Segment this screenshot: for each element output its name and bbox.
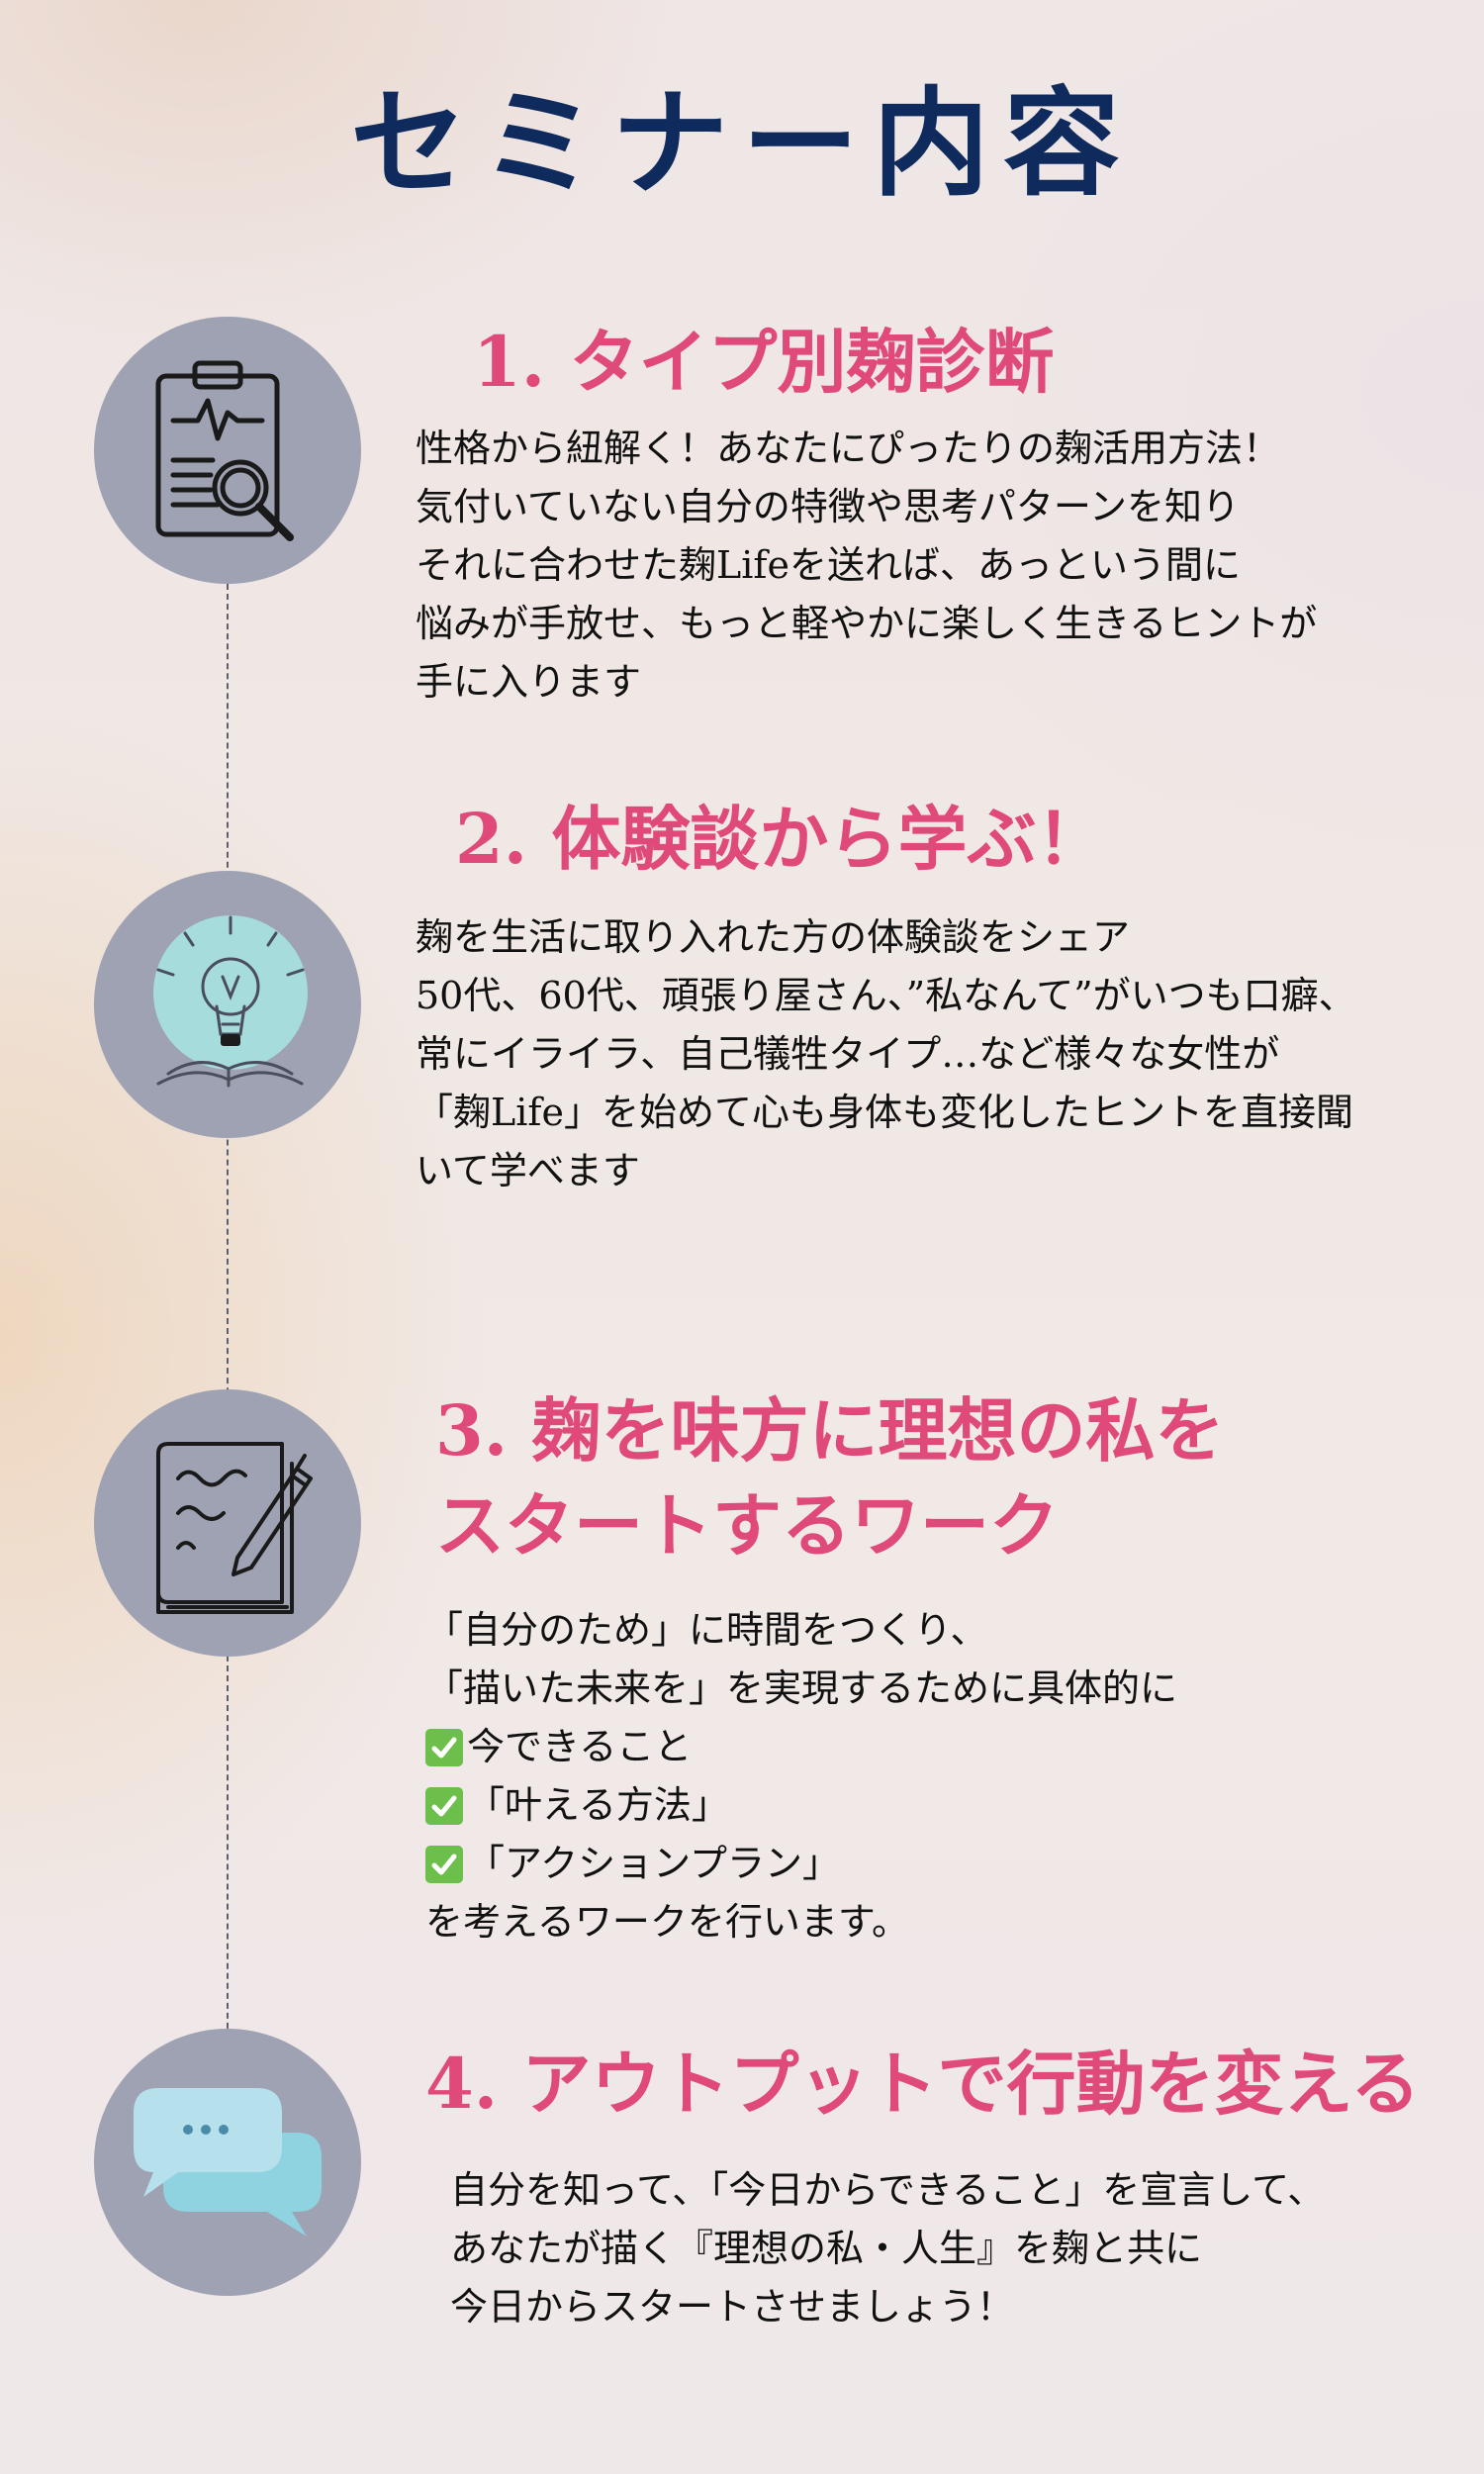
- checkmark-icon: [425, 1845, 463, 1883]
- checklist-item: 「叶える方法」: [425, 1776, 1177, 1835]
- section-1-line-2: 気付いていない自分の特徴や思考パターンを知り: [416, 485, 1240, 528]
- section-4-icon-circle: [94, 2029, 361, 2296]
- section-3-heading-line-1: 3. 麹を味方に理想の私を: [435, 1389, 1225, 1472]
- section-3-intro-1: 「自分のため」に時間をつくり、: [425, 1608, 988, 1652]
- section-3-body: 「自分のため」に時間をつくり、 「描いた未来を」を実現するために具体的に 今でき…: [425, 1601, 1177, 1951]
- checkmark-icon: [425, 1786, 463, 1825]
- section-3-heading: 3. 麹を味方に理想の私を スタートするワーク: [435, 1383, 1224, 1573]
- section-2-line-2: 50代、60代、頑張り屋さん、”私なんて”がいつも口癖、: [416, 974, 1356, 1017]
- section-4-heading: 4. アウトプットで行動を変える: [425, 2043, 1421, 2125]
- section-2-body: 麹を生活に取り入れた方の体験談をシェア 50代、60代、頑張り屋さん、”私なんて…: [416, 908, 1356, 1200]
- checklist-item-label: 「叶える方法」: [467, 1783, 729, 1827]
- checkmark-icon: [425, 1728, 463, 1766]
- section-2-line-3: 常にイライラ、自己犠牲タイプ…など様々な女性が: [416, 1032, 1280, 1076]
- section-3-heading-line-2: スタートするワーク: [435, 1484, 1059, 1567]
- section-1-line-4: 悩みが手放せ、もっと軽やかに楽しく生きるヒントが: [416, 602, 1318, 645]
- checklist-item: 今できること: [425, 1718, 1177, 1776]
- section-2-line-4: 「麹Life」を始めて心も身体も変化したヒントを直接聞: [416, 1091, 1353, 1134]
- section-1-line-5: 手に入ります: [416, 660, 642, 704]
- notebook-pen-icon: [156, 1442, 313, 1614]
- section-1-heading: 1. タイプ別麹診断: [473, 321, 1055, 403]
- checklist-item-label: 「アクションプラン」: [467, 1842, 840, 1885]
- section-4-line-3: 今日からスタートさせましょう！: [450, 2285, 1015, 2329]
- section-3-icon-circle: [94, 1389, 361, 1657]
- section-3-outro: を考えるワークを行います。: [425, 1900, 910, 1944]
- section-1-body: 性格から紐解く！あなたにぴったりの麹活用方法！ 気付いていない自分の特徴や思考パ…: [416, 420, 1317, 712]
- timeline-line: [227, 574, 229, 2058]
- section-1-icon-circle: [94, 317, 361, 584]
- section-2-icon-circle: [94, 871, 361, 1138]
- section-4-line-1: 自分を知って、「今日からできること」を宣言して、: [450, 2168, 1326, 2212]
- section-3-intro-2: 「描いた未来を」を実現するために具体的に: [425, 1666, 1178, 1710]
- checklist-item-label: 今できること: [467, 1725, 693, 1768]
- chat-bubbles-icon: [134, 2088, 322, 2236]
- clipboard-magnifier-icon: [155, 360, 294, 541]
- section-2-line-5: いて学べます: [416, 1149, 640, 1192]
- section-1-line-3: それに合わせた麹Lifeを送れば、あっという間に: [416, 543, 1241, 587]
- section-2-line-1: 麹を生活に取り入れた方の体験談をシェア: [416, 915, 1131, 959]
- section-4-line-2: あなたが描く『理想の私・人生』を麹と共に: [450, 2227, 1203, 2270]
- section-2-heading: 2. 体験談から学ぶ！: [455, 798, 1106, 880]
- lightbulb-book-icon: [153, 915, 308, 1088]
- page-title: セミナー内容: [349, 74, 1134, 212]
- section-4-body: 自分を知って、「今日からできること」を宣言して、 あなたが描く『理想の私・人生』…: [450, 2161, 1325, 2336]
- section-1-line-1: 性格から紐解く！あなたにぴったりの麹活用方法！: [416, 427, 1281, 470]
- checklist-item: 「アクションプラン」: [425, 1835, 1177, 1893]
